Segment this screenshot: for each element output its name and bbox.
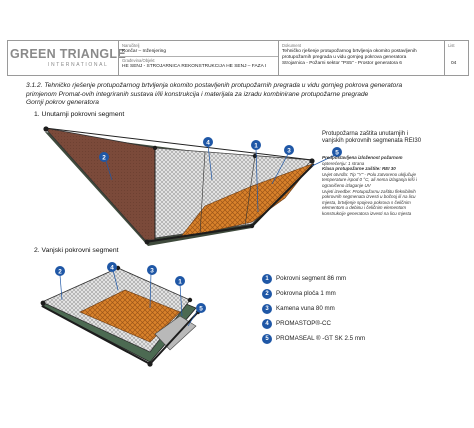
badge-top-5: 5 <box>332 147 342 157</box>
title-block: GREEN TRIANGLE INTERNATIONAL Naručitelj … <box>7 40 469 76</box>
specification-text: Predpostavljena izloženost požarnom opte… <box>322 155 462 217</box>
badge-bottom-2: 2 <box>55 266 65 276</box>
badge-top-3: 3 <box>284 145 294 155</box>
inner-segment-drawing <box>43 126 336 246</box>
client-value: Končar – Inženjering <box>122 49 166 54</box>
spec-line-10: elementom u debinu i čeličnim elementom <box>322 205 407 211</box>
inner-rib-2 <box>199 151 206 235</box>
outer-leaders <box>59 269 199 327</box>
badge-label: 4 <box>206 139 210 146</box>
sheet-cell: List 04 <box>444 41 469 75</box>
legend-number: 5 <box>262 334 272 344</box>
badge-label: 5 <box>335 149 339 156</box>
spec-line-4: Uvjet otvrdla: Tip "Y" - Polu zatvoreno … <box>322 171 416 177</box>
spec-line-9: mjesta, brtvljenje spojeva pokrova s čel… <box>322 199 411 205</box>
badge-top-2: 2 <box>99 152 109 162</box>
section-line-2: primjenom Promat-ovih integriranih susta… <box>26 90 369 98</box>
logo-main-text: GREEN TRIANGLE <box>10 47 127 61</box>
badge-label: 4 <box>110 264 114 271</box>
legend-text: PROMASEAL ® -GT SK 2.5 mm <box>276 335 366 342</box>
section-line-3: Gornji pokrov generatora <box>26 99 99 107</box>
badge-bottom-1: 1 <box>175 276 185 286</box>
spec-line-11: konstrukcije generatora izvesti na licu … <box>322 210 412 216</box>
inner-top-edge <box>44 127 313 161</box>
client-label: Naručitelj <box>122 43 140 48</box>
spec-line-7: Uvjeti izvedbe: Protupožarnu zaštitu fle… <box>322 188 416 194</box>
protection-title-line-1: Protupožarna zaštita unutarnjih i <box>322 131 409 137</box>
document-line-3: Strojarnica - Požarni sektor "PS5" - Pro… <box>282 61 402 66</box>
document-line-1: Tehničko rješenje protupožarnog brtvljen… <box>282 49 417 54</box>
subheading-outer-segment: 2. Vanjski pokrovni segment <box>34 247 119 254</box>
spec-line-1: Predpostavljena izloženost požarnom <box>322 155 403 160</box>
badge-top-1: 1 <box>251 140 261 150</box>
inner-rib-3 <box>244 155 256 227</box>
legend-number: 3 <box>262 304 272 314</box>
section-heading: 3.1.2. Tehničko rješenje protupožarnog b… <box>26 82 466 108</box>
legend-text: PROMASTOP®-CC <box>276 320 331 327</box>
badge-bottom-4: 4 <box>107 262 117 272</box>
bottom-badges: 2 4 3 1 5 <box>55 262 206 313</box>
spec-line-3: Klasa protupožarne zaštite: REI 30 <box>322 166 396 172</box>
protection-title: Protupožarna zaštita unutarnjih i vanjsk… <box>322 131 472 145</box>
logo-sub-text: INTERNATIONAL <box>48 62 109 68</box>
badge-label: 1 <box>254 142 258 149</box>
inner-orange-panel <box>179 163 313 239</box>
outer-segment-drawing <box>40 265 201 367</box>
inner-leaders <box>104 144 336 213</box>
outer-orange-panel <box>79 289 181 343</box>
client-cell: Naručitelj Končar – Inženjering Građevin… <box>118 41 279 75</box>
spec-line-8: pokrovnih segmenata izvesti u bočnoj ili… <box>322 194 416 200</box>
badge-label: 1 <box>178 278 182 285</box>
legend-text: Kamena vuna 80 mm <box>276 305 335 312</box>
spec-line-2: opterećenju: 1 strana <box>322 160 365 166</box>
badge-bottom-5: 5 <box>196 303 206 313</box>
document-cell: Dokument Tehničko rješenje protupožarnog… <box>278 41 445 75</box>
cell-divider <box>119 56 279 57</box>
badge-top-4: 4 <box>203 137 213 147</box>
badge-label: 2 <box>102 154 106 161</box>
spec-line-5: temperature ispod 0 °C, ali nema izlagan… <box>322 177 417 183</box>
legend-number: 4 <box>262 319 272 329</box>
company-logo: GREEN TRIANGLE INTERNATIONAL <box>10 47 126 73</box>
badge-bottom-3: 3 <box>147 265 157 275</box>
protection-title-line-2: vanjskih pokrovnih segmenata REI30 <box>322 138 422 145</box>
legend-number: 2 <box>262 289 272 299</box>
badge-label: 3 <box>287 147 291 154</box>
legend-text: Pokrovni segment 86 mm <box>276 275 347 282</box>
badge-label: 2 <box>58 268 62 275</box>
badge-label: 3 <box>150 267 154 274</box>
legend-text: Pokrovna ploča 1 mm <box>276 290 336 297</box>
badge-label: 5 <box>199 305 203 312</box>
object-label: Građevina/Objekt <box>122 58 155 63</box>
sheet-label: List <box>448 43 455 48</box>
top-badges: 2 4 1 3 5 <box>99 137 342 162</box>
document-line-2: protupožarnih pregrada u vidu gornjeg po… <box>282 55 407 60</box>
legend-number: 1 <box>262 274 272 284</box>
sheet-number: 04 <box>451 61 457 66</box>
object-value: HE SENJ - STROJARNICA REKONSTRUKCIJA HE … <box>122 64 267 69</box>
spec-line-6: ograničeno izlaganje UV <box>322 182 371 188</box>
document-label: Dokument <box>282 43 302 48</box>
inner-brown-panel <box>43 127 156 241</box>
section-line-1: 3.1.2. Tehničko rješenje protupožarnog b… <box>26 82 403 89</box>
subheading-inner-segment: 1. Unutarnji pokrovni segment <box>34 111 125 118</box>
